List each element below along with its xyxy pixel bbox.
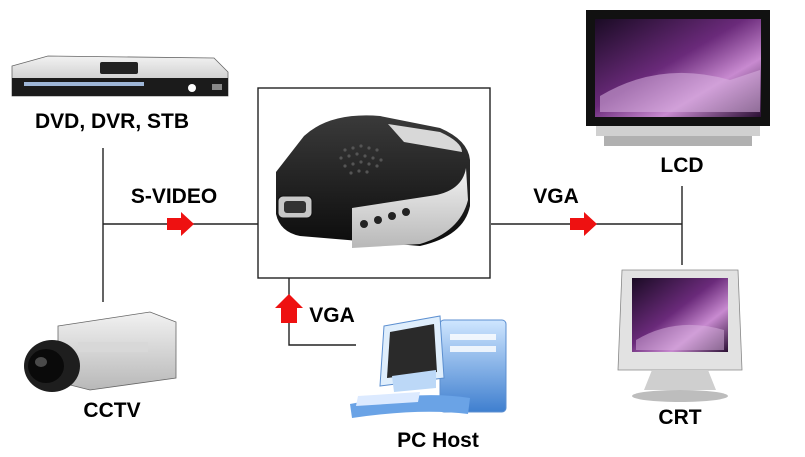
cctv-label: CCTV (83, 399, 140, 422)
vga-output-label: VGA (533, 185, 579, 208)
svideo-label: S-VIDEO (131, 185, 217, 208)
pc-vga-label: VGA (309, 304, 355, 327)
crt-monitor-device (617, 269, 743, 402)
pc-host-label: PC Host (397, 429, 479, 452)
dvd-player-device (11, 55, 229, 97)
dvd-label: DVD, DVR, STB (35, 110, 189, 133)
vent-grill (339, 144, 383, 175)
converter-panel (352, 168, 468, 248)
lcd-monitor-device (586, 10, 770, 146)
converter-button (388, 212, 396, 220)
converter-button (374, 216, 382, 224)
pc-host-device (350, 315, 507, 418)
lcd-label: LCD (660, 154, 703, 177)
converter-device (257, 87, 491, 279)
pc-vga-arrow-icon (275, 294, 303, 323)
converter-label-plate (388, 124, 462, 152)
cctv-camera-device (24, 311, 177, 392)
vga-output-arrow-icon (570, 212, 597, 236)
crt-label: CRT (658, 406, 701, 429)
converter-button (402, 208, 410, 216)
svideo-arrow-icon (167, 212, 194, 236)
converter-button (360, 220, 368, 228)
